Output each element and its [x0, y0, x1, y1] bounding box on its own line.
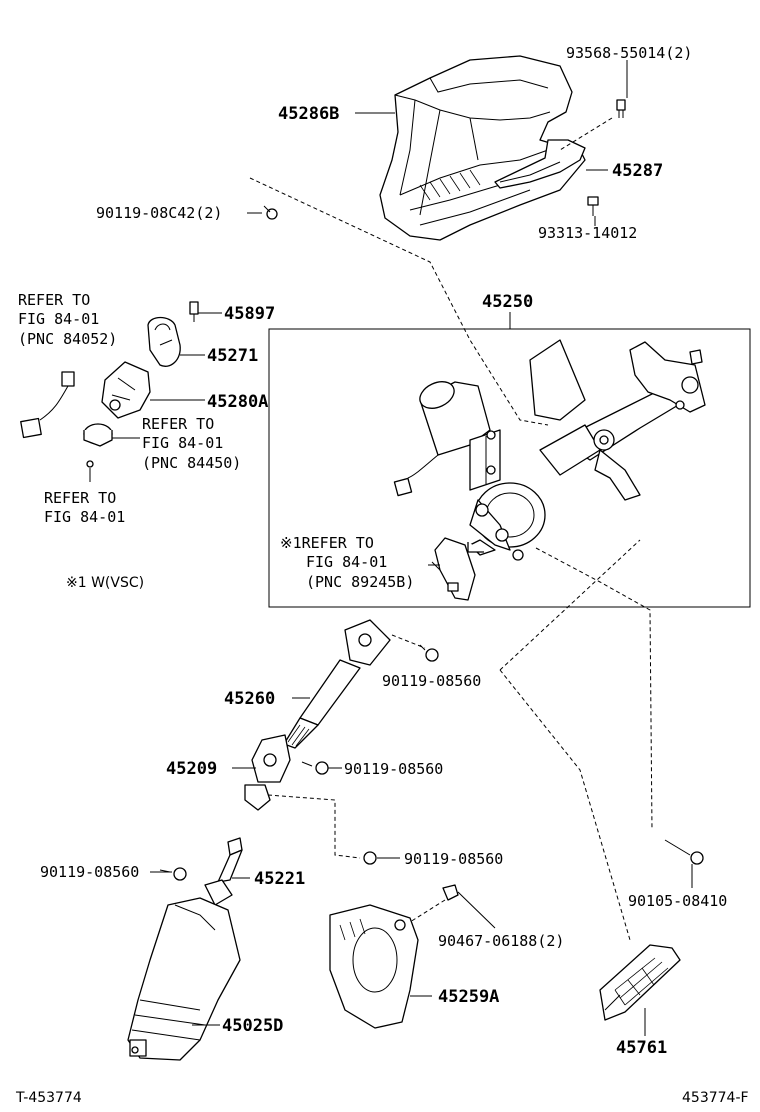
- bolt-90105-08410: [664, 839, 704, 865]
- label-refer4-line3: (PNC 89245B): [306, 573, 414, 591]
- label-refer2-line1: REFER TO: [142, 415, 214, 433]
- small-screw-left: [86, 460, 94, 468]
- label-45897: 45897: [224, 304, 275, 324]
- screw-90119-08c42: [263, 205, 278, 220]
- label-45259a: 45259A: [438, 987, 499, 1007]
- footer-right-code: 453774-F: [682, 1090, 749, 1106]
- label-90119-08560-a: 90119-08560: [382, 672, 481, 690]
- steering-column-tube: [529, 339, 706, 501]
- label-45260: 45260: [224, 689, 275, 709]
- label-45271: 45271: [207, 346, 258, 366]
- label-refer4-line2: FIG 84-01: [306, 553, 387, 571]
- steering-shaft-45221: [204, 837, 243, 906]
- intermediate-shaft: [283, 619, 391, 749]
- label-90119-08560-b: 90119-08560: [344, 760, 443, 778]
- column-bracket-45271: [147, 316, 181, 367]
- label-45025d: 45025D: [222, 1016, 283, 1036]
- label-refer4-line1: ※1REFER TO: [280, 534, 374, 552]
- label-refer2-line2: FIG 84-01: [142, 434, 223, 452]
- label-90119-08c42: 90119-08C42(2): [96, 204, 222, 222]
- label-45287: 45287: [612, 161, 663, 181]
- label-refer1-line3: (PNC 84052): [18, 330, 117, 348]
- sensor-connector-left: [20, 371, 75, 439]
- column-hole-cover: [329, 904, 419, 1029]
- power-steering-motor: [393, 381, 501, 497]
- label-90467-06188: 90467-06188(2): [438, 932, 564, 950]
- label-45286b: 45286B: [278, 104, 339, 124]
- torque-sensor: [431, 537, 476, 601]
- screw-93313: [587, 196, 599, 216]
- switch-bracket-45280a: [101, 361, 151, 419]
- label-refer1-line2: FIG 84-01: [18, 310, 99, 328]
- sensor-84450: [83, 423, 113, 447]
- label-45221: 45221: [254, 869, 305, 889]
- lower-column-cover: [494, 139, 586, 189]
- column-bracket-45761: [599, 944, 681, 1021]
- reduction-gear-housing: [467, 482, 546, 561]
- steering-boot: [127, 897, 241, 1061]
- universal-joint: [244, 734, 291, 811]
- label-90119-08560-c: 90119-08560: [404, 850, 503, 868]
- label-refer2-line3: (PNC 84450): [142, 454, 241, 472]
- label-refer3-line1: REFER TO: [44, 489, 116, 507]
- clip-90467: [442, 884, 459, 901]
- label-45280a: 45280A: [207, 392, 268, 412]
- label-45209: 45209: [166, 759, 217, 779]
- screw-93568: [616, 99, 626, 118]
- bolt-90119-08560-c: [363, 851, 377, 865]
- screw-45897: [189, 301, 199, 322]
- label-note-vsc: ※1 W(VSC): [66, 575, 144, 591]
- label-refer1-line1: REFER TO: [18, 291, 90, 309]
- bolt-90119-08560-b: [301, 761, 329, 775]
- bolt-90119-08560-d: [159, 867, 187, 881]
- bolt-90119-08560-a: [419, 644, 439, 662]
- label-45761: 45761: [616, 1038, 667, 1058]
- label-refer3-line2: FIG 84-01: [44, 508, 125, 526]
- label-45250: 45250: [482, 292, 533, 312]
- label-93313-14012: 93313-14012: [538, 224, 637, 242]
- label-93568-55014: 93568-55014(2): [566, 44, 692, 62]
- label-90119-08560-d: 90119-08560: [40, 863, 139, 881]
- label-90105-08410: 90105-08410: [628, 892, 727, 910]
- footer-left-code: T-453774: [15, 1090, 82, 1106]
